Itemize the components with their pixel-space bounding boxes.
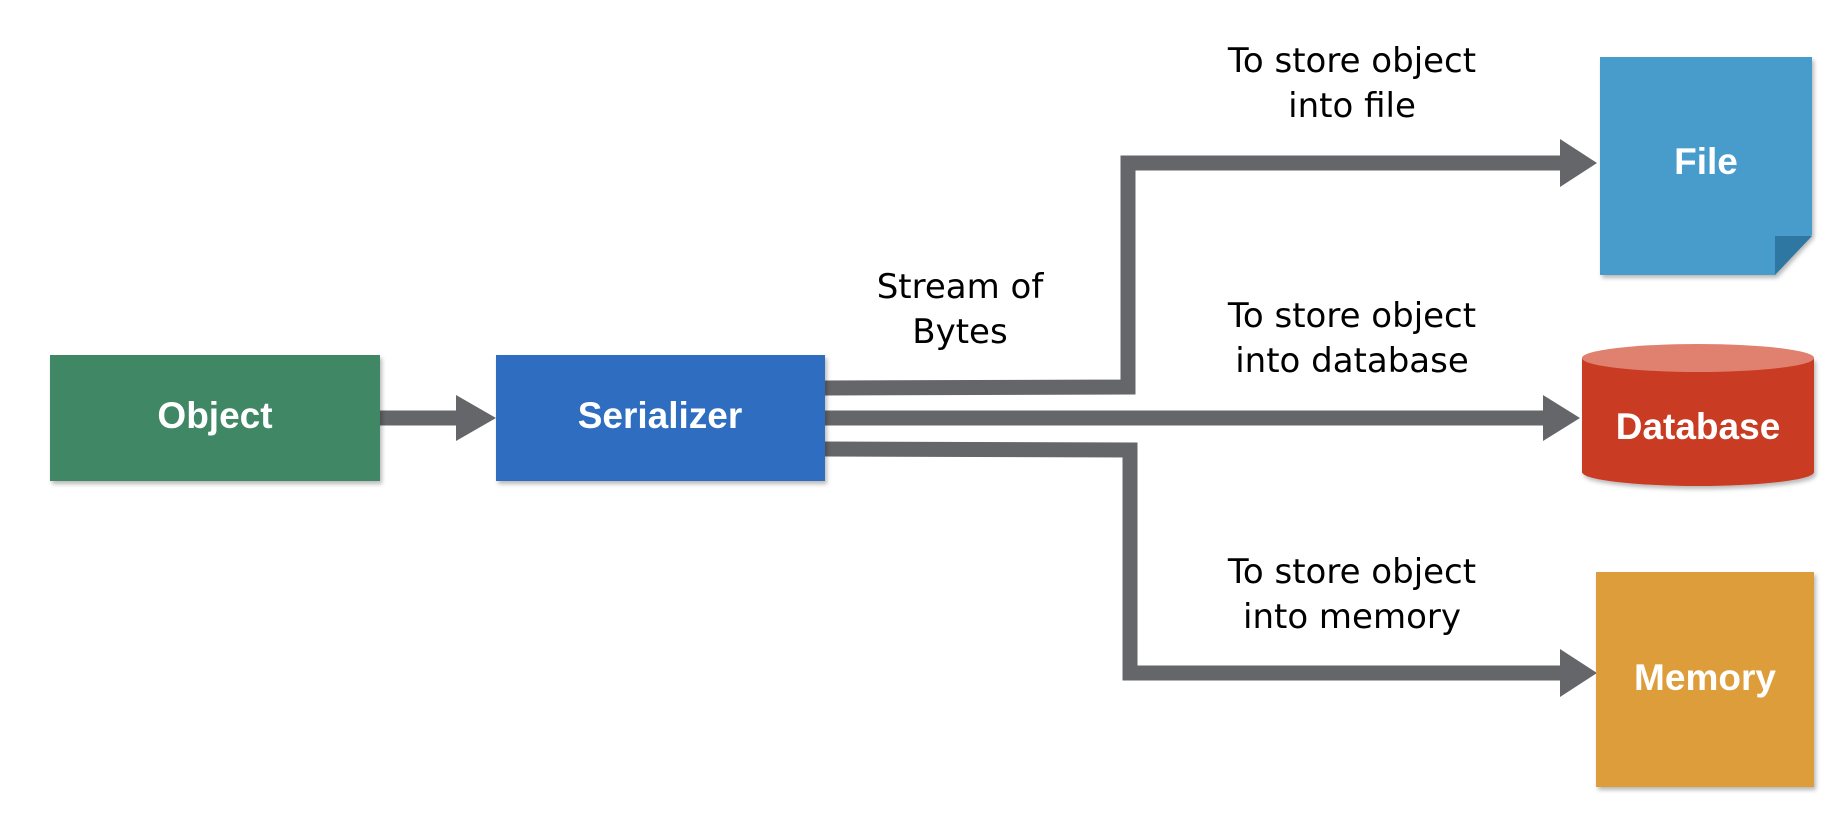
edge-label-stream: Stream of Bytes	[877, 267, 1045, 352]
database-edge-label-line1: To store object	[1227, 296, 1476, 336]
file-fold-icon	[1775, 236, 1812, 275]
edge-label-memory: To store object into memory	[1227, 552, 1476, 637]
arrow-serializer-to-file	[824, 155, 1565, 396]
database-cylinder-body	[1582, 358, 1814, 486]
stream-label-line2: Bytes	[912, 312, 1007, 352]
arrowhead-memory	[1560, 649, 1597, 697]
arrowhead-database	[1543, 395, 1580, 441]
memory-label: Memory	[1634, 657, 1776, 698]
file-shape	[1600, 57, 1812, 275]
memory-edge-label-line1: To store object	[1227, 552, 1476, 592]
edge-label-database: To store object into database	[1227, 296, 1476, 381]
file-label: File	[1674, 141, 1738, 182]
node-file: File	[1600, 57, 1812, 275]
object-box	[50, 355, 380, 481]
database-label: Database	[1616, 406, 1781, 447]
serializer-label: Serializer	[578, 395, 743, 436]
arrowhead-file	[1560, 139, 1597, 187]
stream-label-line1: Stream of	[877, 267, 1045, 307]
node-serializer: Serializer	[496, 355, 825, 481]
database-edge-label-line2: into database	[1235, 341, 1469, 381]
memory-box	[1596, 572, 1814, 787]
node-memory: Memory	[1596, 572, 1814, 787]
connectors	[378, 139, 1597, 697]
serializer-box	[496, 355, 825, 481]
arrow-serializer-to-memory	[824, 441, 1565, 681]
database-cylinder-top	[1582, 344, 1814, 372]
edge-label-file: To store object into file	[1227, 41, 1476, 126]
file-edge-label-line2: into file	[1288, 86, 1416, 126]
node-object: Object	[50, 355, 380, 481]
memory-edge-label-line2: into memory	[1243, 597, 1461, 637]
object-label: Object	[157, 395, 272, 436]
arrowhead-serializer	[456, 395, 496, 441]
file-edge-label-line1: To store object	[1227, 41, 1476, 81]
node-database: Database	[1582, 344, 1814, 486]
